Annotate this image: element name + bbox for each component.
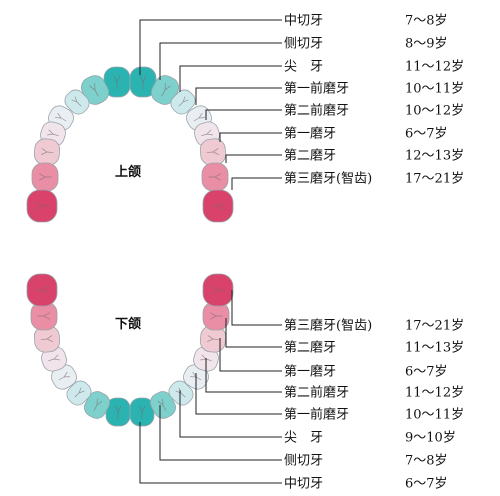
leader-lines (139, 19, 282, 484)
lower-right-canine-tooth (168, 380, 194, 406)
lower-left-lateral-incisor-tooth (84, 391, 110, 419)
lower-right-second-molar-tooth (202, 301, 230, 331)
lower-tooth-type-label: 第二前磨牙 (284, 385, 349, 401)
upper-left-first-molar-tooth (33, 138, 61, 166)
lower-tooth-age-label: 7～8岁 (405, 454, 448, 469)
upper-tooth-type-label: 第二前磨牙 (284, 103, 349, 119)
lower-jaw-label: 下颌 (115, 316, 141, 332)
lower-tooth-type-label: 第一前磨牙 (284, 407, 349, 423)
upper-tooth-age-label: 8～9岁 (405, 37, 448, 52)
upper-tooth-age-label: 10～11岁 (405, 82, 464, 97)
upper-leader-line (225, 154, 282, 163)
lower-tooth-type-label: 第三磨牙(智齿) (284, 319, 372, 334)
lower-leader-line (195, 373, 282, 415)
lower-tooth-type-label: 第二磨牙 (284, 341, 336, 356)
upper-leader-line (139, 19, 282, 75)
lower-tooth-type-label: 第一磨牙 (284, 365, 336, 380)
upper-tooth-age-label: 7～8岁 (405, 14, 448, 29)
upper-tooth-type-label: 第一磨牙 (284, 127, 336, 142)
upper-leader-line (205, 109, 282, 120)
upper-tooth-type-label: 尖 牙 (284, 60, 323, 75)
upper-right-canine-tooth (170, 89, 196, 115)
lower-left-canine-tooth (66, 380, 92, 406)
upper-tooth-type-label: 第二磨牙 (284, 149, 336, 164)
upper-leader-line (219, 132, 282, 142)
lower-tooth-age-label: 17～21岁 (405, 319, 464, 334)
lower-tooth-age-label: 9～10岁 (405, 431, 456, 446)
lower-tooth-type-label: 侧切牙 (284, 454, 323, 469)
lower-leader-line (225, 318, 282, 348)
upper-leader-line (195, 87, 282, 105)
upper-right-lateral-incisor-tooth (150, 75, 180, 105)
lower-leader-line (231, 290, 282, 326)
upper-right-second-molar-tooth (201, 162, 229, 192)
lower-tooth-type-label: 尖 牙 (284, 431, 323, 446)
lower-leader-line (179, 390, 282, 438)
lower-leader-line (139, 422, 282, 484)
lower-tooth-age-label: 11～13岁 (405, 341, 464, 356)
upper-tooth-type-label: 第一前磨牙 (284, 81, 349, 97)
upper-tooth-type-label: 中切牙 (284, 14, 323, 29)
lower-leader-line (219, 338, 282, 372)
upper-jaw-label: 上颌 (115, 164, 141, 180)
lower-tooth-type-label: 中切牙 (284, 477, 323, 492)
upper-tooth-age-label: 6～7岁 (405, 127, 448, 142)
upper-tooth-age-label: 11～12岁 (405, 60, 464, 75)
lower-leader-line (205, 358, 282, 393)
upper-right-third-molar-tooth (202, 189, 234, 223)
upper-left-canine-tooth (64, 89, 90, 115)
lower-right-lateral-incisor-tooth (150, 391, 176, 419)
lower-tooth-age-label: 11～12岁 (405, 386, 464, 401)
upper-leader-line (159, 42, 282, 80)
lower-leader-line (159, 405, 282, 461)
lower-tooth-age-label: 6～7岁 (405, 477, 448, 492)
upper-left-third-molar-tooth (26, 189, 58, 223)
lower-right-third-molar-tooth (202, 273, 234, 307)
lower-left-third-molar-tooth (26, 273, 58, 307)
upper-tooth-age-label: 17～21岁 (405, 172, 464, 187)
upper-jaw-teeth (26, 66, 234, 223)
upper-left-second-molar-tooth (31, 162, 59, 192)
upper-right-first-molar-tooth (199, 138, 227, 166)
upper-tooth-age-label: 10～12岁 (405, 104, 464, 119)
upper-tooth-type-label: 第三磨牙(智齿) (284, 172, 372, 187)
lower-jaw-teeth (26, 273, 234, 427)
upper-tooth-type-label: 侧切牙 (284, 37, 323, 52)
upper-leader-line (179, 65, 282, 92)
lower-tooth-age-label: 10～11岁 (405, 408, 464, 423)
upper-tooth-age-label: 12～13岁 (405, 149, 464, 164)
upper-leader-line (231, 177, 282, 190)
lower-tooth-age-label: 6～7岁 (405, 365, 448, 380)
